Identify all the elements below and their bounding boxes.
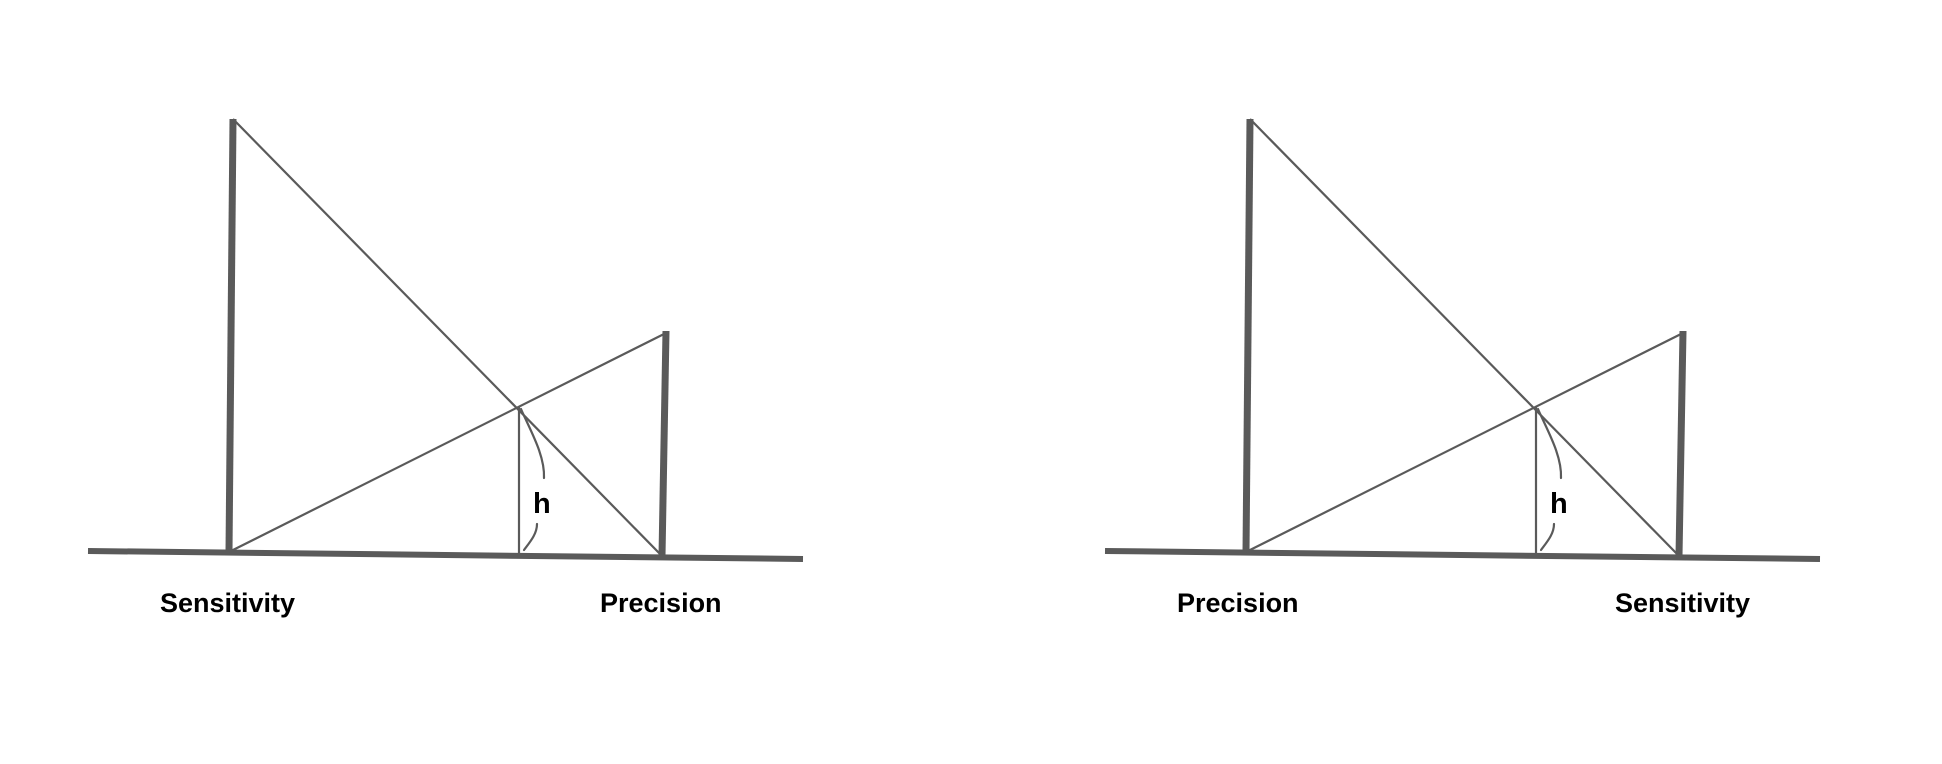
diagonal-from-short-pole	[228, 332, 667, 553]
tall-pole	[1242, 118, 1254, 553]
tall-pole	[225, 118, 237, 553]
right-pole-label: Sensitivity	[1615, 588, 1750, 618]
panel-right: h Precision Sensitivity	[1104, 118, 1821, 618]
short-pole	[1675, 330, 1687, 557]
short-pole	[658, 330, 670, 557]
left-pole-label: Precision	[1177, 588, 1299, 618]
panel-left: h Sensitivity Precision	[87, 118, 804, 618]
diagonal-from-tall-pole	[232, 118, 663, 557]
ground-line	[87, 548, 804, 562]
height-label: h	[1550, 488, 1568, 520]
diagonal-from-short-pole	[1245, 332, 1684, 553]
height-brace-upper	[519, 407, 546, 480]
left-pole-label: Sensitivity	[160, 588, 295, 618]
height-brace-lower	[1539, 522, 1556, 552]
height-label: h	[533, 488, 551, 520]
ground-line	[1104, 548, 1821, 562]
height-brace-upper	[1536, 407, 1563, 480]
diagonal-from-tall-pole	[1249, 118, 1680, 557]
right-pole-label: Precision	[600, 588, 722, 618]
height-brace-lower	[522, 522, 539, 552]
